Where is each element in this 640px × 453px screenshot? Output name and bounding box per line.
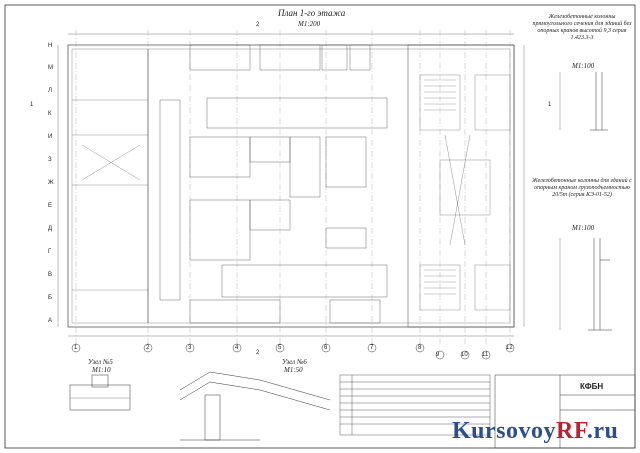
sheet-border bbox=[4, 4, 636, 449]
axis-label: Е bbox=[48, 203, 53, 209]
plan-scale: М1:200 bbox=[298, 20, 321, 28]
column-crane-title: Железобетонные колонны для зданий с опор… bbox=[532, 178, 632, 198]
grid-axes bbox=[75, 30, 511, 345]
axis-label: К bbox=[48, 111, 52, 117]
axis-number: 5 bbox=[278, 345, 282, 351]
section-mark: 1 bbox=[30, 102, 34, 108]
column-crane-drawing bbox=[559, 238, 612, 331]
axis-label: Л bbox=[48, 88, 52, 94]
floor-plan bbox=[67, 44, 515, 328]
column-rect-scale: М1:100 bbox=[572, 62, 595, 70]
node6-scale: М1:50 bbox=[284, 366, 303, 374]
axis-label: В bbox=[48, 272, 53, 278]
axis-label: З bbox=[48, 157, 52, 163]
axis-label: Д bbox=[48, 226, 53, 232]
axis-number: 6 bbox=[324, 345, 328, 351]
axis-label: И bbox=[48, 134, 53, 140]
axis-label: Ж bbox=[48, 180, 54, 186]
axis-number: 10 bbox=[461, 352, 468, 358]
column-rect-title: Железобетонные колонны прямоугольного се… bbox=[532, 14, 632, 41]
axis-label: Г bbox=[48, 249, 52, 255]
node5-scale: М1:10 bbox=[92, 366, 111, 374]
watermark-part: .ru bbox=[586, 418, 619, 444]
spec-table bbox=[339, 374, 491, 436]
axis-number: 7 bbox=[370, 345, 374, 351]
column-rect-drawing bbox=[559, 72, 608, 131]
axis-number: 9 bbox=[436, 352, 440, 358]
watermark-part: Kursovoy bbox=[452, 418, 557, 444]
axis-number: 8 bbox=[418, 345, 422, 351]
axis-number: 3 bbox=[188, 345, 192, 351]
axis-number: 1 bbox=[74, 345, 78, 351]
axis-number: 2 bbox=[146, 345, 150, 351]
node5-drawing bbox=[69, 374, 131, 411]
node6-drawing bbox=[179, 371, 331, 441]
plan-title: План 1-го этажа bbox=[278, 8, 346, 18]
section-mark: 2 bbox=[256, 22, 260, 28]
axis-label: Н bbox=[48, 43, 53, 49]
axis-number: 11 bbox=[482, 352, 489, 358]
axis-label: Б bbox=[48, 295, 52, 301]
title-block bbox=[494, 374, 636, 449]
org-stamp: КФБН bbox=[580, 382, 604, 391]
watermark: KursovoyRF.ru bbox=[452, 418, 618, 445]
axis-number: 4 bbox=[235, 345, 239, 351]
node5-title: Узел №5 bbox=[88, 358, 113, 366]
axis-label: М bbox=[48, 65, 53, 71]
axis-number: 12 bbox=[506, 345, 513, 351]
node6-title: Узел №6 bbox=[282, 358, 307, 366]
watermark-part: RF bbox=[556, 418, 587, 444]
axis-label: А bbox=[48, 318, 53, 324]
section-mark: 2 bbox=[256, 350, 260, 356]
section-mark: 1 bbox=[548, 102, 552, 108]
dimension-lines bbox=[57, 33, 525, 337]
axis-bubbles bbox=[71, 343, 515, 360]
column-crane-scale: М1:100 bbox=[572, 224, 595, 232]
